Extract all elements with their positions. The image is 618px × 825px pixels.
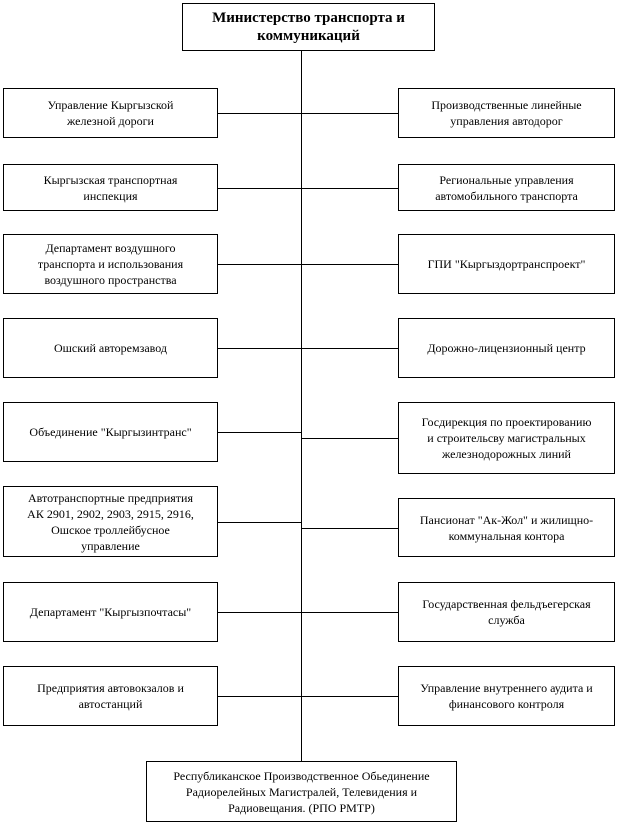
left-unit-label: Автотранспортные предприятия АК 2901, 29… (27, 490, 194, 553)
right-connector-line (301, 612, 399, 613)
right-connector-line (301, 348, 399, 349)
right-unit-box-6: Пансионат "Ак-Жол" и жилищно- коммунальн… (398, 498, 615, 557)
right-unit-label: Дорожно-лицензионный центр (427, 341, 586, 355)
left-unit-label: Кыргызская транспортная инспекция (43, 172, 178, 203)
ministry-label: Министерство транспорта и коммуникаций (212, 10, 405, 44)
left-unit-label: Управление Кыргызской железной дороги (47, 98, 174, 128)
right-connector-line (301, 438, 399, 439)
left-unit-label: Объединение "Кыргызинтранс" (29, 425, 192, 439)
right-connector-line (301, 188, 399, 189)
ministry-box: Министерство транспорта и коммуникаций (182, 3, 435, 51)
right-unit-label: Управление внутреннего аудита и финансов… (420, 681, 593, 711)
right-connector-line (301, 696, 399, 697)
left-unit-label: Предприятия автовокзалов и автостанций (37, 681, 184, 711)
right-unit-box-1: Производственные линейные управления авт… (398, 88, 615, 138)
right-connector-line (301, 113, 399, 114)
left-connector-line (217, 348, 302, 349)
right-unit-label: ГПИ "Кыргыздортранспроект" (427, 257, 586, 271)
right-connector-line (301, 528, 399, 529)
left-connector-line (217, 612, 302, 613)
left-unit-box-8: Предприятия автовокзалов и автостанций (3, 666, 218, 726)
right-unit-label: Государственная фельдъегерская служба (422, 597, 591, 627)
left-unit-box-7: Департамент "Кыргызпочтасы" (3, 582, 218, 642)
right-unit-box-8: Управление внутреннего аудита и финансов… (398, 666, 615, 726)
right-unit-box-5: Госдирекция по проектированию и строител… (398, 402, 615, 474)
right-unit-box-7: Государственная фельдъегерская служба (398, 582, 615, 642)
left-connector-line (217, 696, 302, 697)
right-unit-label: Госдирекция по проектированию и строител… (421, 415, 592, 461)
right-unit-label: Производственные линейные управления авт… (431, 98, 582, 128)
rpo-rmtr-label: Республиканское Производственное Обьедин… (173, 768, 430, 815)
left-unit-box-1: Управление Кыргызской железной дороги (3, 88, 218, 138)
left-unit-box-5: Объединение "Кыргызинтранс" (3, 402, 218, 462)
left-unit-box-6: Автотранспортные предприятия АК 2901, 29… (3, 486, 218, 557)
right-unit-label: Региональные управления автомобильного т… (435, 172, 578, 203)
right-unit-box-3: ГПИ "Кыргыздортранспроект" (398, 234, 615, 294)
left-connector-line (217, 432, 302, 433)
right-connector-line (301, 264, 399, 265)
right-unit-box-4: Дорожно-лицензионный центр (398, 318, 615, 378)
left-unit-box-3: Департамент воздушного транспорта и испо… (3, 234, 218, 294)
left-unit-box-2: Кыргызская транспортная инспекция (3, 164, 218, 211)
left-unit-label: Ошский авторемзавод (53, 341, 167, 355)
left-unit-label: Департамент воздушного транспорта и испо… (37, 241, 184, 287)
left-unit-box-4: Ошский авторемзавод (3, 318, 218, 378)
right-unit-box-2: Региональные управления автомобильного т… (398, 164, 615, 211)
left-connector-line (217, 113, 302, 114)
left-connector-line (217, 264, 302, 265)
left-connector-line (217, 188, 302, 189)
vertical-trunk-line (301, 50, 302, 762)
left-connector-line (217, 522, 302, 523)
left-unit-label: Департамент "Кыргызпочтасы" (29, 605, 192, 619)
rpo-rmtr-box: Республиканское Производственное Обьедин… (146, 761, 457, 822)
right-unit-label: Пансионат "Ак-Жол" и жилищно- коммунальн… (419, 512, 594, 543)
